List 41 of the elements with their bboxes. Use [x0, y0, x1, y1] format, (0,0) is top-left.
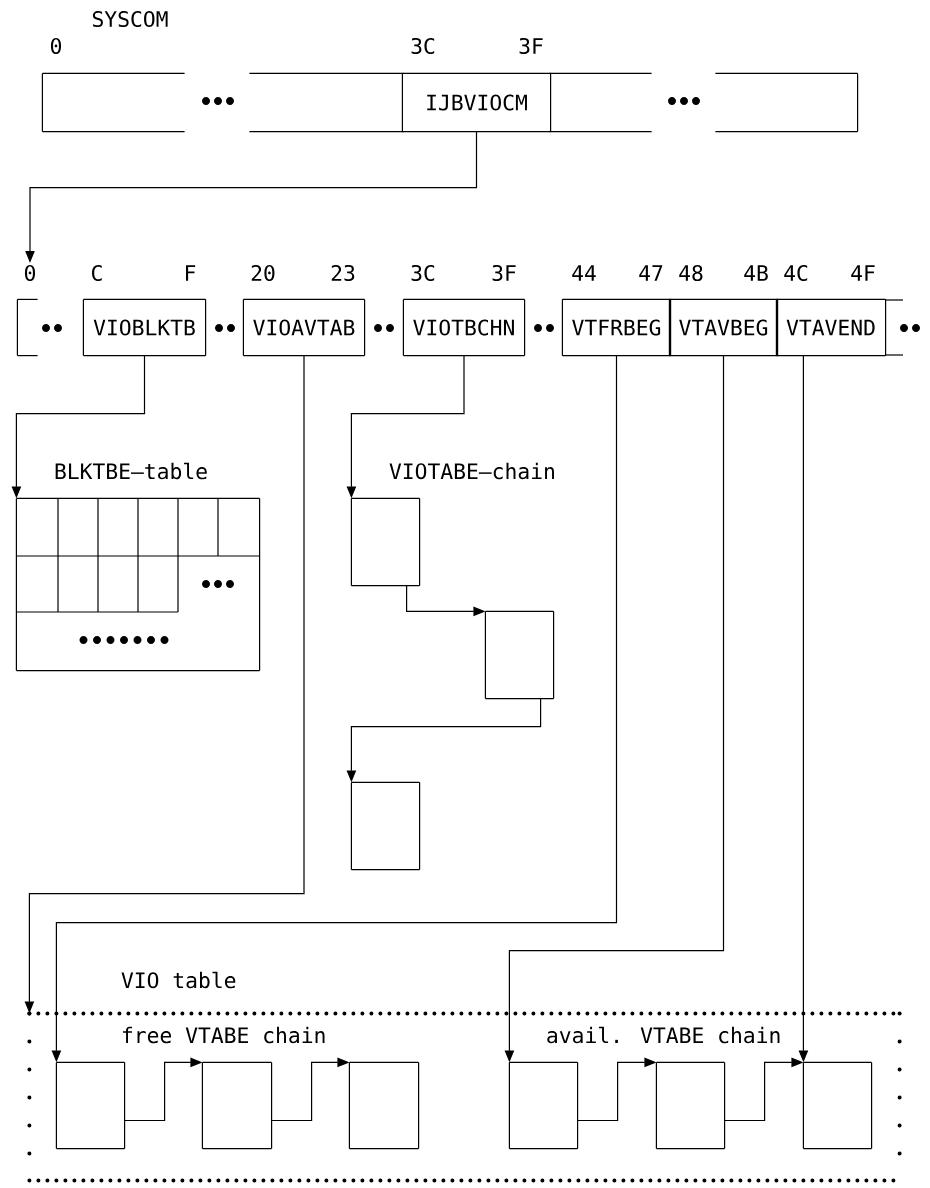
heading: SYSCOM — [92, 10, 168, 28]
offset-label: 3F — [519, 37, 543, 55]
chain-label: avail. VTABE chain — [547, 1026, 780, 1044]
entry-box — [484, 610, 555, 700]
offset-label: 3C — [411, 37, 435, 55]
node-label: BLKTBE—table — [55, 462, 207, 480]
field-cell: VTAVBEG — [668, 298, 779, 357]
memory-segment — [16, 298, 39, 357]
field-cell: VTAVEND — [775, 298, 887, 357]
offset-label: 4C — [784, 264, 808, 282]
offset-label: 20 — [251, 264, 275, 282]
offset-label: 47 — [639, 265, 663, 281]
block-table: BLKTBE—table — [15, 462, 261, 672]
entry-box — [201, 1061, 273, 1150]
offset-label: 3C — [411, 264, 435, 282]
entry-box — [55, 1061, 126, 1150]
field-cell: VIOTBCHN — [402, 298, 526, 357]
field-cell: IJBVIOCM — [401, 72, 552, 133]
memory-segment — [41, 72, 186, 133]
field-cell: VIOAVTAB — [242, 298, 366, 357]
offset-label: C — [92, 264, 102, 282]
entry-box — [348, 1061, 420, 1150]
offset-label: 23 — [331, 264, 355, 282]
chain-label: free VTABE chain — [122, 1026, 325, 1044]
offset-label: 3F — [492, 264, 516, 282]
offset-label: 0 — [24, 264, 36, 282]
entry-box — [655, 1061, 726, 1150]
chain-label: VIOTABE—chain — [389, 462, 554, 480]
entry-box — [508, 1061, 579, 1150]
field-cell: VIOBLKTB — [82, 298, 207, 357]
entry-box — [802, 1061, 873, 1150]
entry-box — [350, 497, 421, 587]
memory-segment — [248, 72, 405, 133]
offset-label: 4B — [744, 265, 768, 281]
offset-label: F — [186, 265, 196, 281]
memory-segment — [548, 72, 653, 133]
memory-segment — [714, 72, 859, 133]
offset-label: 48 — [679, 264, 703, 282]
entry-box — [350, 781, 421, 871]
offset-label: 44 — [572, 265, 596, 281]
field-cell: VTFRBEG — [561, 298, 672, 357]
